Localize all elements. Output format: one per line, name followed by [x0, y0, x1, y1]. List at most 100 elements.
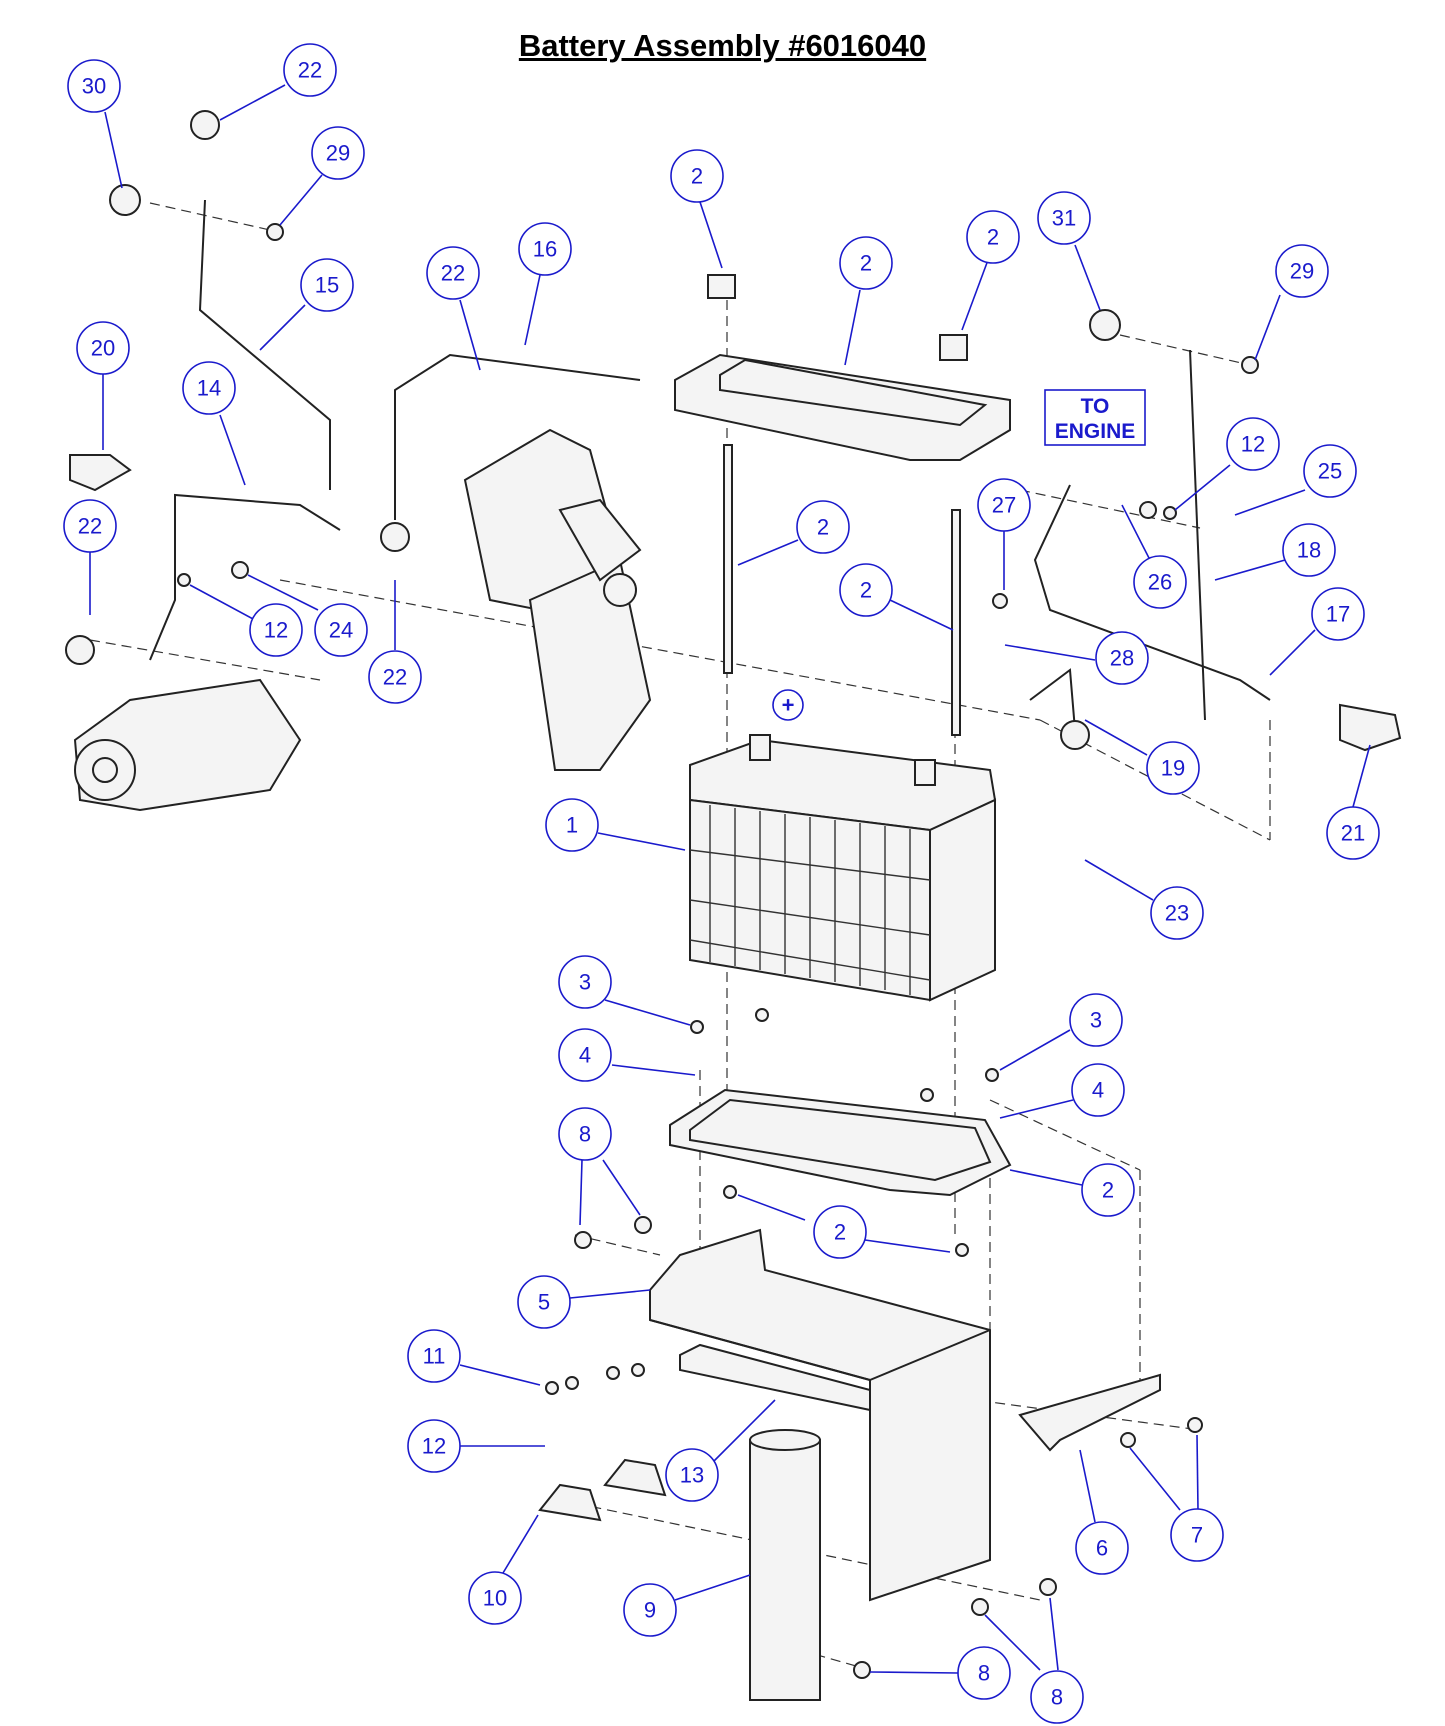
battery [689, 734, 997, 1002]
svg-text:2: 2 [860, 251, 872, 276]
svg-text:3: 3 [1090, 1008, 1102, 1033]
callout-12: 12 [1226, 417, 1280, 471]
svg-text:30: 30 [82, 74, 106, 99]
svg-text:23: 23 [1165, 901, 1189, 926]
callout-2: 2 [839, 236, 893, 290]
svg-text:4: 4 [1092, 1078, 1104, 1103]
callout-11: 11 [407, 1329, 461, 1383]
svg-text:22: 22 [78, 514, 102, 539]
svg-text:2: 2 [987, 225, 999, 250]
callout-8: 8 [558, 1107, 612, 1161]
callout-18: 18 [1282, 523, 1336, 577]
svg-text:22: 22 [298, 58, 322, 83]
mount-bracket [649, 1228, 991, 1602]
callout-12: 12 [249, 603, 303, 657]
svg-text:29: 29 [1290, 259, 1314, 284]
callout-29: 29 [311, 126, 365, 180]
callout-2: 2 [839, 563, 893, 617]
callout-28: 28 [1095, 631, 1149, 685]
callout-14: 14 [182, 361, 236, 415]
battery-cables [149, 199, 1271, 731]
callout-22: 22 [368, 650, 422, 704]
callout-17: 17 [1311, 587, 1365, 641]
svg-text:11: 11 [423, 1344, 446, 1369]
svg-text:18: 18 [1297, 538, 1321, 563]
svg-text:14: 14 [197, 376, 221, 401]
callout-10: 10 [468, 1571, 522, 1625]
callout-1: 1 [545, 798, 599, 852]
callout-2: 2 [966, 210, 1020, 264]
svg-text:10: 10 [483, 1586, 507, 1611]
callout-15: 15 [300, 258, 354, 312]
svg-text:+: + [782, 693, 795, 718]
starter-motor [73, 678, 302, 812]
svg-text:4: 4 [579, 1043, 591, 1068]
svg-text:2: 2 [834, 1220, 846, 1245]
svg-text:2: 2 [1102, 1178, 1114, 1203]
battery-tray [669, 1088, 1012, 1197]
svg-text:8: 8 [978, 1661, 990, 1686]
callout-30: 30 [67, 59, 121, 113]
svg-text:20: 20 [91, 336, 115, 361]
callouts: 30 22 29 15 22 16 2 2 2 31 29 20 14 22 1… [63, 43, 1380, 1724]
callout-16: 16 [518, 222, 572, 276]
svg-text:12: 12 [1241, 432, 1265, 457]
callout-9: 9 [623, 1583, 677, 1637]
svg-text:9: 9 [644, 1598, 656, 1623]
callout-13: 13 [665, 1448, 719, 1502]
callout-2: 2 [813, 1205, 867, 1259]
callout-31: 31 [1037, 191, 1091, 245]
callout-7: 7 [1170, 1508, 1224, 1562]
callout-26: 26 [1133, 555, 1187, 609]
positive-terminal-marker: + [772, 689, 804, 721]
svg-text:26: 26 [1148, 570, 1172, 595]
callout-2: 2 [1081, 1163, 1135, 1217]
callout-5: 5 [517, 1275, 571, 1329]
svg-text:8: 8 [1051, 1685, 1063, 1710]
callout-8: 8 [1030, 1670, 1084, 1724]
callout-23: 23 [1150, 886, 1204, 940]
callout-22: 22 [63, 499, 117, 553]
svg-text:3: 3 [579, 970, 591, 995]
svg-text:24: 24 [329, 618, 353, 643]
to-engine-label: TO ENGINE [1044, 389, 1146, 446]
svg-text:27: 27 [992, 493, 1016, 518]
svg-text:21: 21 [1341, 821, 1365, 846]
svg-text:12: 12 [422, 1434, 446, 1459]
callout-12: 12 [407, 1419, 461, 1473]
svg-text:7: 7 [1191, 1523, 1203, 1548]
svg-text:TO: TO [1081, 395, 1110, 418]
callout-27: 27 [977, 478, 1031, 532]
svg-text:19: 19 [1161, 756, 1185, 781]
pump-motor-assembly [463, 428, 652, 771]
page-title: Battery Assembly #6016040 [518, 28, 927, 63]
callout-22: 22 [426, 246, 480, 300]
svg-text:15: 15 [315, 273, 339, 298]
callout-3: 3 [558, 955, 612, 1009]
svg-text:25: 25 [1318, 459, 1342, 484]
callout-25: 25 [1303, 444, 1357, 498]
svg-text:6: 6 [1096, 1536, 1108, 1561]
callout-21: 21 [1326, 806, 1380, 860]
callout-4: 4 [1071, 1063, 1125, 1117]
svg-text:1: 1 [566, 813, 578, 838]
svg-text:31: 31 [1052, 206, 1076, 231]
callout-22: 22 [283, 43, 337, 97]
battery-hold-down-frame [674, 353, 1011, 461]
svg-text:12: 12 [264, 618, 288, 643]
brace [1018, 1373, 1161, 1452]
svg-text:13: 13 [680, 1463, 704, 1488]
pillow-blocks [538, 1458, 667, 1522]
terminals-and-hardware [65, 110, 1402, 1679]
callout-8: 8 [957, 1646, 1011, 1700]
post-tube [749, 1429, 821, 1701]
callout-24: 24 [314, 603, 368, 657]
svg-text:28: 28 [1110, 646, 1134, 671]
svg-text:22: 22 [383, 665, 407, 690]
svg-text:2: 2 [817, 515, 829, 540]
callout-6: 6 [1075, 1521, 1129, 1575]
svg-text:2: 2 [691, 164, 703, 189]
svg-text:5: 5 [538, 1290, 550, 1315]
callout-19: 19 [1146, 741, 1200, 795]
